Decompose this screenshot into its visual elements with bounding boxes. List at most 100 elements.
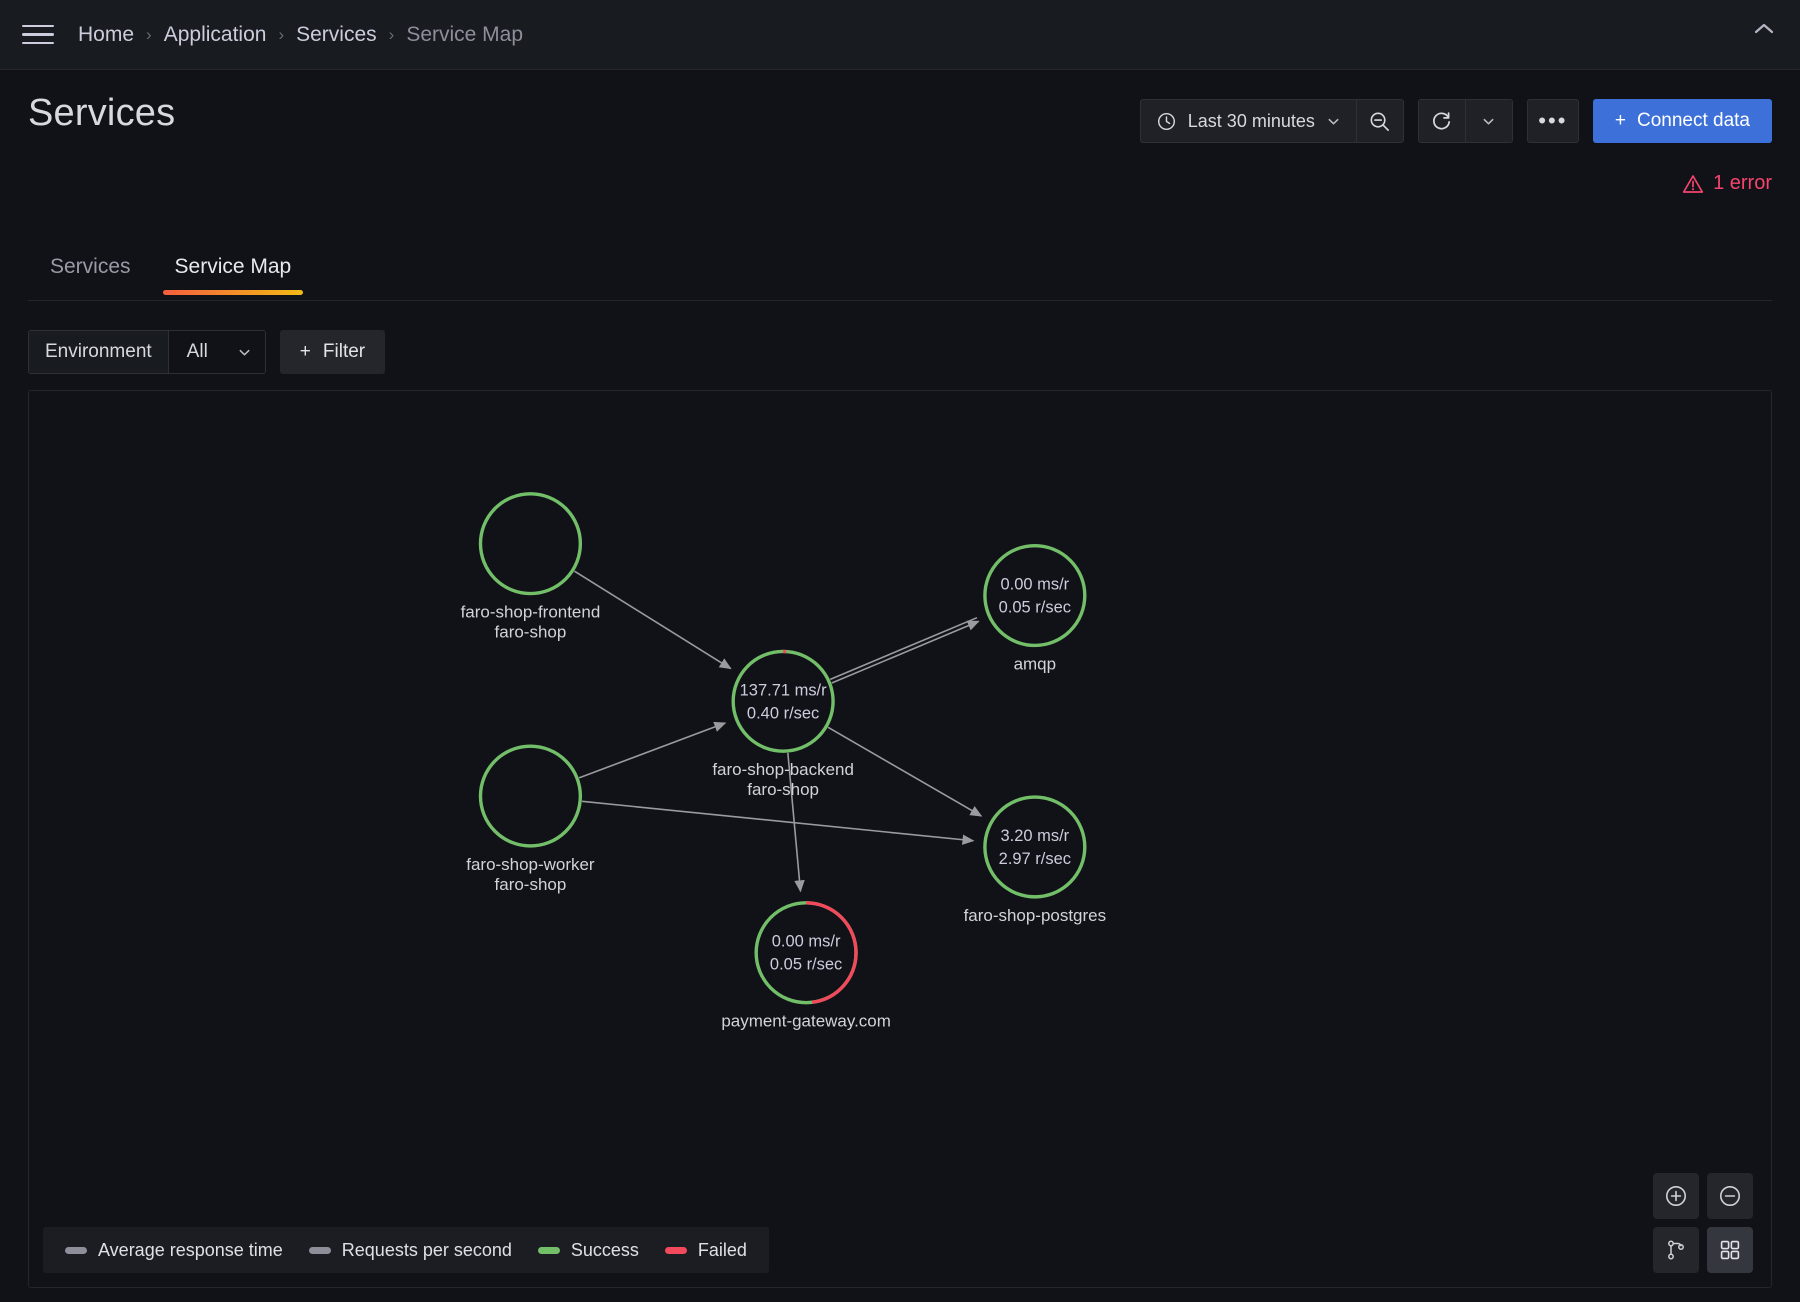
node-stat: 2.97 r/sec <box>999 850 1071 868</box>
graph-edge <box>830 618 978 683</box>
breadcrumb-separator-icon: › <box>146 25 152 45</box>
graph-nodes[interactable]: faro-shop-frontendfaro-shopfaro-shop-wor… <box>461 494 1107 1031</box>
warning-triangle-icon <box>1682 174 1704 194</box>
node-label: faro-shop-worker <box>466 855 595 874</box>
graph-node[interactable]: faro-shop-frontendfaro-shop <box>461 494 601 642</box>
breadcrumb-item-home[interactable]: Home <box>78 23 134 47</box>
zoom-out-button-map[interactable] <box>1707 1173 1753 1219</box>
node-label: faro-shop-frontend <box>461 603 601 622</box>
service-map-panel[interactable]: faro-shop-frontendfaro-shopfaro-shop-wor… <box>28 390 1772 1288</box>
more-options-button[interactable]: ••• <box>1527 99 1579 143</box>
node-ring-success <box>985 797 1085 897</box>
grid-layout-icon <box>1718 1238 1742 1262</box>
legend-label: Success <box>571 1240 639 1261</box>
node-stat: 0.00 ms/r <box>1000 576 1069 594</box>
node-stat: 137.71 ms/r <box>740 681 828 699</box>
tab-bar: Services Service Map <box>28 245 313 295</box>
zoom-in-circle-icon <box>1663 1183 1689 1209</box>
legend-label: Requests per second <box>342 1240 512 1261</box>
environment-filter: Environment All <box>28 330 266 374</box>
legend-item-avg-response-time: Average response time <box>65 1240 283 1261</box>
tab-services[interactable]: Services <box>28 245 153 295</box>
breadcrumb-item-service-map: Service Map <box>406 23 523 47</box>
legend-label: Average response time <box>98 1240 283 1261</box>
zoom-in-button[interactable] <box>1653 1173 1699 1219</box>
refresh-button[interactable] <box>1419 100 1465 142</box>
environment-filter-key: Environment <box>29 331 168 373</box>
legend-item-failed: Failed <box>665 1240 747 1261</box>
filter-bar: Environment All + Filter <box>28 330 385 374</box>
node-ring-success <box>480 746 580 846</box>
layout-grid-button[interactable] <box>1707 1227 1753 1273</box>
chevron-up-icon[interactable] <box>1754 22 1774 35</box>
add-filter-button[interactable]: + Filter <box>280 330 385 374</box>
node-ring-success <box>480 494 580 594</box>
hamburger-menu-icon[interactable] <box>22 22 56 48</box>
chevron-down-icon <box>1482 115 1495 128</box>
environment-filter-value-label: All <box>187 341 208 363</box>
graph-edges <box>574 571 981 891</box>
graph-node[interactable]: 0.00 ms/r 0.05 r/sec payment-gateway.com <box>721 903 891 1031</box>
add-filter-label: Filter <box>323 341 365 363</box>
environment-filter-value[interactable]: All <box>169 331 265 373</box>
legend-swatch <box>65 1247 87 1254</box>
legend-swatch <box>665 1247 687 1254</box>
node-stat: 0.40 r/sec <box>747 704 819 722</box>
chevron-down-icon <box>1327 115 1340 128</box>
plus-icon: + <box>300 341 311 363</box>
clock-icon <box>1157 112 1176 131</box>
node-stat: 0.05 r/sec <box>999 599 1071 617</box>
chevron-down-icon <box>238 346 251 359</box>
refresh-group <box>1418 99 1513 143</box>
graph-node[interactable]: 0.00 ms/r0.05 r/secamqp <box>985 546 1085 674</box>
time-range-picker[interactable]: Last 30 minutes <box>1141 100 1356 142</box>
legend-swatch <box>309 1247 331 1254</box>
layout-graph-button[interactable] <box>1653 1227 1699 1273</box>
graph-edge <box>579 723 725 778</box>
graph-legend: Average response time Requests per secon… <box>43 1227 769 1273</box>
page-toolbar: Last 30 minutes ••• <box>1140 99 1772 143</box>
breadcrumb-separator-icon: › <box>278 25 284 45</box>
tab-service-map[interactable]: Service Map <box>153 245 314 295</box>
node-label: faro-shop-postgres <box>964 906 1106 925</box>
legend-item-success: Success <box>538 1240 639 1261</box>
node-ring-success <box>733 651 833 751</box>
time-range-group: Last 30 minutes <box>1140 99 1404 143</box>
legend-swatch <box>538 1247 560 1254</box>
service-map-graph[interactable]: faro-shop-frontendfaro-shopfaro-shop-wor… <box>29 391 1771 1287</box>
zoom-out-icon <box>1368 110 1391 133</box>
node-ring-success <box>985 546 1085 646</box>
legend-label: Failed <box>698 1240 747 1261</box>
node-stat: 0.05 r/sec <box>770 956 842 974</box>
graph-layout-icon <box>1664 1238 1688 1262</box>
zoom-out-circle-icon <box>1717 1183 1743 1209</box>
page-title: Services <box>28 92 175 135</box>
graph-node[interactable]: 3.20 ms/r 2.97 r/sec faro-shop-postgres <box>964 797 1106 925</box>
breadcrumb-separator-icon: › <box>389 25 395 45</box>
breadcrumb-item-application[interactable]: Application <box>164 23 267 47</box>
node-label: faro-shop-backend <box>712 760 854 779</box>
node-stat: 0.00 ms/r <box>772 933 841 951</box>
graph-node[interactable]: faro-shop-workerfaro-shop <box>466 746 595 894</box>
time-range-label: Last 30 minutes <box>1188 111 1315 132</box>
plus-icon: + <box>1615 110 1626 132</box>
tab-divider <box>28 300 1772 301</box>
breadcrumb: Home › Application › Services › Service … <box>78 23 523 47</box>
node-label: payment-gateway.com <box>721 1012 891 1031</box>
error-count-label: 1 error <box>1713 172 1772 195</box>
map-controls <box>1653 1173 1753 1273</box>
node-sublabel: faro-shop <box>495 875 567 894</box>
connect-data-label: Connect data <box>1637 110 1750 132</box>
node-sublabel: faro-shop <box>495 622 567 641</box>
breadcrumb-item-services[interactable]: Services <box>296 23 377 47</box>
breadcrumb-bar: Home › Application › Services › Service … <box>0 0 1800 70</box>
legend-item-requests-per-second: Requests per second <box>309 1240 512 1261</box>
error-status[interactable]: 1 error <box>1682 172 1772 195</box>
node-stat: 3.20 ms/r <box>1000 827 1069 845</box>
zoom-out-button[interactable] <box>1357 100 1403 142</box>
connect-data-button[interactable]: + Connect data <box>1593 99 1772 143</box>
refresh-icon <box>1430 110 1453 133</box>
node-sublabel: faro-shop <box>747 780 819 799</box>
graph-node[interactable]: 137.71 ms/r 0.40 r/sec faro-shop-backendfa… <box>712 651 854 799</box>
refresh-interval-button[interactable] <box>1466 100 1512 142</box>
